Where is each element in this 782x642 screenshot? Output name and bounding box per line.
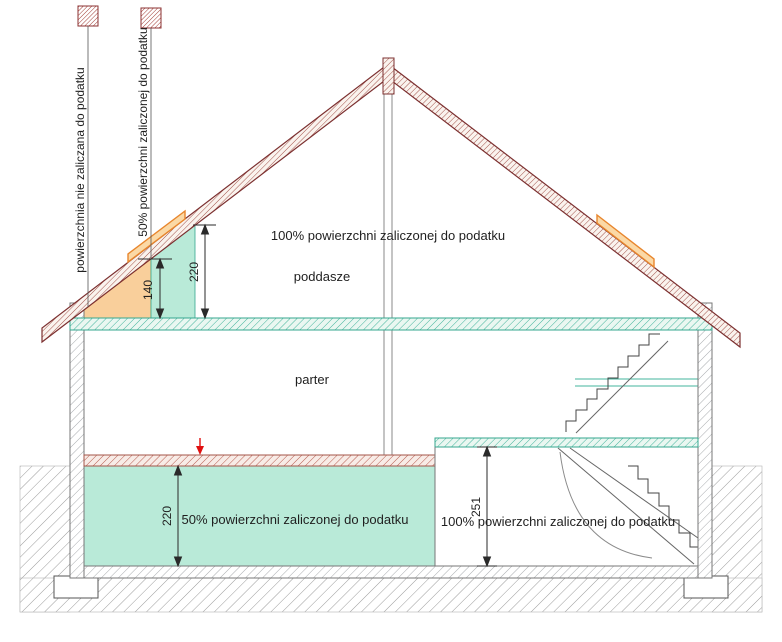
dim-basement-251-arrow-bottom [482,556,492,568]
roof-window-right [596,213,655,269]
label-left-vertical-2: 50% powierzchni zaliczonej do podatku [136,27,150,236]
dim-attic-220-arrow-top [200,223,210,235]
label-attic-100pct: 100% powierzchni zaliczonej do podatku [271,228,505,243]
dim-attic-140-arrow-bottom [155,308,165,320]
attic-floor-slab [69,317,713,331]
basement-ceiling-slab-left [83,454,436,467]
dim-basement-220-arrow-bottom [173,556,183,568]
roof-right [387,62,741,349]
roof-left [41,62,389,344]
ridge-cap [382,57,395,95]
label-basement-100pct: 100% powierzchni zaliczonej do podatku [441,514,675,529]
dim-basement-220 [173,464,183,568]
footing-left [53,575,99,599]
footing-right [683,575,729,599]
dim-basement-220-arrow-top [173,464,183,476]
stair-basement-curve [559,451,653,559]
stair-parter-steps [565,333,660,432]
stair-basement-stringer-2 [569,447,699,539]
wall-right [697,302,713,579]
dim-basement-251-arrow-top [482,445,492,457]
dim-text-251: 251 [469,497,483,517]
ground-bottom [19,577,763,613]
stair-parter-stringer [575,340,669,434]
wall-left [69,302,85,579]
stair-basement-stringer-1 [557,447,695,565]
label-basement-50pct: 50% powierzchni zaliczonej do podatku [182,512,409,527]
label-poddasze: poddasze [294,269,350,284]
label-left-vertical-1: powierzchnia nie zaliczana do podatku [73,67,87,272]
stair-basement-steps [628,465,699,560]
dim-attic-140-arrow-top [155,257,165,269]
stair-parter [565,333,698,434]
level-marker-arrow [196,446,204,455]
dim-text-140: 140 [141,280,155,300]
dim-text-220-basement: 220 [160,506,174,526]
dim-text-220-attic: 220 [187,262,201,282]
basement-floor-slab [69,565,713,579]
label-parter: parter [295,372,330,387]
level-marker-red [196,438,204,455]
roof-window-left [127,209,186,264]
dim-attic-220-arrow-bottom [200,308,210,320]
dim-basement-251 [477,445,497,568]
center-wall [383,79,393,456]
hatch-square-2 [140,7,162,29]
dim-attic-140 [138,257,172,320]
basement-ceiling-slab-right [434,437,699,448]
stair-basement [557,447,699,565]
hatch-square-1 [77,5,99,27]
dim-attic-220 [193,223,216,320]
